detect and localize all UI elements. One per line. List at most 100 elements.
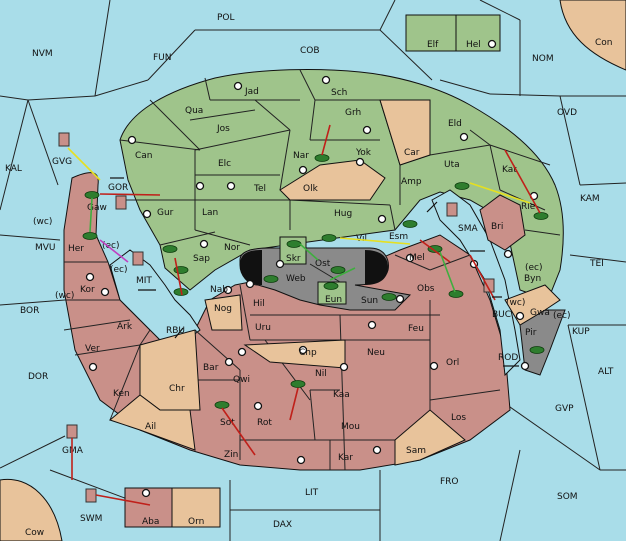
svg-text:Lan: Lan: [202, 208, 218, 218]
svg-text:Car: Car: [404, 148, 420, 158]
svg-text:Pir: Pir: [525, 328, 537, 338]
svg-text:Vil: Vil: [356, 234, 367, 244]
car-region: [379, 99, 431, 166]
svg-text:NVM: NVM: [32, 49, 53, 59]
svg-text:Kat: Kat: [502, 165, 517, 175]
svg-text:Elf: Elf: [427, 40, 439, 50]
svg-text:ALT: ALT: [598, 367, 614, 377]
svg-text:MIT: MIT: [136, 276, 152, 286]
svg-text:Nil: Nil: [315, 369, 327, 379]
svg-text:Qwi: Qwi: [233, 375, 250, 385]
svg-text:Skr: Skr: [286, 254, 301, 264]
svg-text:Uru: Uru: [255, 323, 271, 333]
hel-box: [455, 14, 501, 52]
svg-text:Ost: Ost: [315, 259, 331, 269]
svg-text:KUP: KUP: [572, 327, 590, 337]
svg-text:Feu: Feu: [408, 324, 424, 334]
svg-text:Zin: Zin: [224, 450, 238, 460]
svg-text:(ec): (ec): [525, 263, 543, 273]
svg-text:Mou: Mou: [341, 422, 360, 432]
svg-text:Amp: Amp: [401, 177, 422, 187]
svg-text:SMA: SMA: [458, 224, 478, 234]
svg-text:Rle: Rle: [521, 202, 536, 212]
svg-text:(ec): (ec): [110, 265, 128, 275]
svg-text:Mel: Mel: [409, 253, 425, 263]
svg-text:Bar: Bar: [203, 363, 219, 373]
svg-text:DAX: DAX: [273, 520, 292, 530]
svg-text:Sam: Sam: [406, 446, 426, 456]
nog-region: [204, 294, 243, 331]
svg-text:Cow: Cow: [25, 528, 44, 538]
svg-text:Web: Web: [286, 274, 306, 284]
svg-text:Neu: Neu: [367, 348, 385, 358]
svg-text:SWM: SWM: [80, 514, 102, 524]
svg-text:Con: Con: [595, 38, 613, 48]
fleet-icons: [58, 132, 495, 503]
svg-text:Rot: Rot: [257, 418, 272, 428]
ail-region: [108, 394, 196, 451]
con-region: [559, 0, 626, 71]
svg-text:Esm: Esm: [389, 232, 408, 242]
svg-text:ROD: ROD: [498, 353, 518, 363]
svg-text:Nab: Nab: [210, 285, 228, 295]
svg-text:BOR: BOR: [20, 306, 39, 316]
svg-text:Jos: Jos: [216, 124, 230, 134]
svg-text:Aba: Aba: [142, 517, 159, 527]
bri-region: [479, 194, 526, 251]
orn-region: [171, 487, 221, 528]
svg-text:Gaw: Gaw: [87, 203, 107, 213]
svg-text:COB: COB: [300, 46, 320, 56]
svg-text:Hug: Hug: [334, 209, 352, 219]
svg-text:Chr: Chr: [169, 384, 185, 394]
svg-text:Her: Her: [68, 244, 84, 254]
svg-text:(wc): (wc): [506, 298, 525, 308]
svg-text:Olk: Olk: [303, 184, 319, 194]
svg-text:Eun: Eun: [325, 295, 342, 305]
svg-text:BUC: BUC: [492, 310, 511, 320]
svg-text:(wc): (wc): [55, 291, 74, 301]
svg-text:MVU: MVU: [35, 243, 56, 253]
svg-text:Kor: Kor: [80, 285, 95, 295]
svg-text:(ec): (ec): [102, 241, 120, 251]
adjacency-arrows: [110, 177, 519, 367]
olk-region: [279, 159, 386, 201]
mit-inlet: [109, 249, 201, 346]
svg-text:POL: POL: [217, 13, 235, 23]
svg-text:FRO: FRO: [440, 477, 459, 487]
svg-text:RBU: RBU: [166, 326, 185, 336]
svg-text:Kar: Kar: [338, 453, 353, 463]
svg-text:GMA: GMA: [62, 446, 84, 456]
svg-text:GOR: GOR: [108, 183, 128, 193]
svg-text:Uta: Uta: [444, 160, 460, 170]
svg-text:(wc): (wc): [33, 217, 52, 227]
svg-text:Hel: Hel: [466, 40, 481, 50]
svg-text:FUN: FUN: [153, 53, 172, 63]
region-labels: POL NVM FUN COB NOM OVD KAL KAM MVU TEI …: [5, 13, 614, 538]
svg-text:TEI: TEI: [589, 259, 604, 269]
svg-text:Orl: Orl: [446, 358, 459, 368]
svg-text:Ail: Ail: [145, 422, 156, 432]
svg-text:KAM: KAM: [580, 194, 600, 204]
svg-text:Kaa: Kaa: [333, 390, 350, 400]
black-lake-left: [240, 250, 262, 285]
svg-text:Gwa: Gwa: [530, 308, 550, 318]
gray-border-1: [309, 263, 341, 283]
svg-text:Qua: Qua: [185, 106, 203, 116]
sma-inlet: [431, 189, 521, 377]
svg-text:KAL: KAL: [5, 164, 22, 174]
svg-text:Ver: Ver: [85, 344, 100, 354]
svg-text:Byn: Byn: [524, 274, 541, 284]
svg-text:Los: Los: [451, 413, 466, 423]
svg-text:Can: Can: [135, 151, 153, 161]
svg-text:Elc: Elc: [218, 159, 231, 169]
svg-text:Nog: Nog: [214, 304, 232, 314]
svg-text:Jad: Jad: [244, 87, 259, 97]
svg-text:SOM: SOM: [557, 492, 578, 502]
svg-text:Yok: Yok: [355, 148, 372, 158]
sam-region: [394, 409, 466, 466]
black-lake-right: [365, 250, 388, 285]
svg-text:Sap: Sap: [193, 254, 210, 264]
svg-text:Gur: Gur: [157, 208, 174, 218]
svg-text:Tel: Tel: [253, 184, 266, 194]
